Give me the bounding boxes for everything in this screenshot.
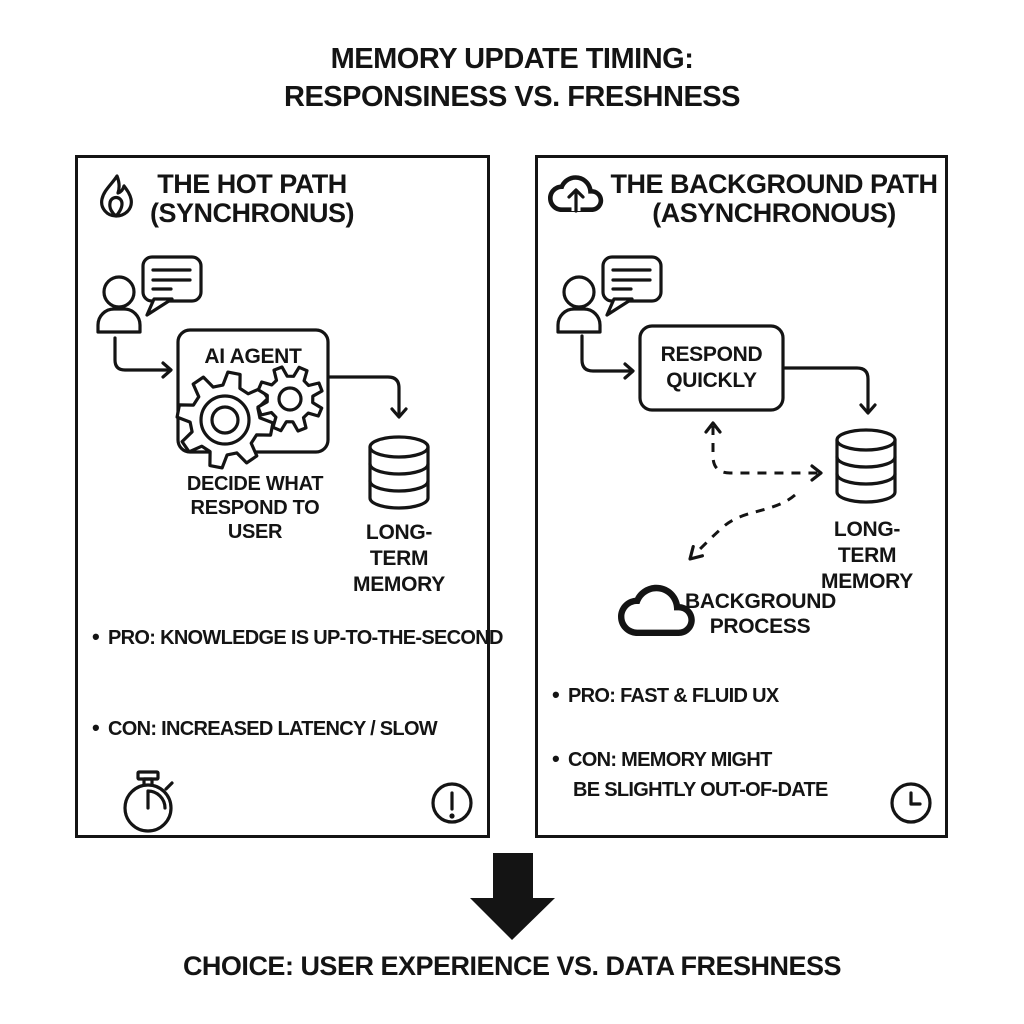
agent-caption-line2: RESPOND TO USER xyxy=(190,497,320,543)
memory-label-right-line1: LONG-TERM xyxy=(833,518,901,567)
background-path-con-line2: BE SLIGHTLY OUT-OF-DATE xyxy=(573,779,828,801)
chat-bubble-icon xyxy=(601,255,663,317)
respond-quickly-line1: RESPOND xyxy=(660,343,763,366)
respond-quickly-box xyxy=(638,324,785,412)
database-icon xyxy=(835,428,897,504)
respond-quickly-line2: QUICKLY xyxy=(666,369,757,392)
hot-path-con: CON: INCREASED LATENCY / SLOW xyxy=(92,716,438,741)
clock-icon xyxy=(890,782,932,824)
agent-caption: DECIDE WHAT RESPOND TO USER xyxy=(170,472,340,544)
alert-icon xyxy=(431,782,473,824)
bottom-caption: CHOICE: USER EXPERIENCE VS. DATA FRESHNE… xyxy=(182,951,842,981)
background-path-heading-line1: THE BACKGROUND PATH xyxy=(610,169,939,199)
page-title: MEMORY UPDATE TIMING: RESPONSINESS VS. F… xyxy=(0,40,1024,116)
user-to-agent-arrow xyxy=(113,336,173,379)
stopwatch-icon xyxy=(123,770,174,833)
user-to-respond-arrow xyxy=(580,334,635,380)
gears-icon xyxy=(175,365,324,470)
page-title-line1: MEMORY UPDATE TIMING: xyxy=(330,43,694,75)
background-process-line1: BACKGROUND xyxy=(685,590,836,613)
cloud-upload-icon xyxy=(548,175,604,213)
background-path-con-line1: CON: MEMORY MIGHT xyxy=(552,749,772,771)
background-path-pro: PRO: FAST & FLUID UX xyxy=(552,683,779,708)
agent-to-memory-arrow xyxy=(328,375,408,419)
user-icon xyxy=(556,275,602,334)
ai-agent-label: AI AGENT xyxy=(204,345,302,368)
hot-path-panel: THE HOT PATH (SYNCHRONUS) AI AGENT DECID… xyxy=(75,155,503,838)
background-path-con: CON: MEMORY MIGHT BE SLIGHTLY OUT-OF-DAT… xyxy=(552,744,828,805)
memory-label-right-line2: MEMORY xyxy=(821,570,913,593)
page-title-line2: RESPONSINESS VS. FRESHNESS xyxy=(284,81,740,113)
background-path-pro-text: PRO: FAST & FLUID UX xyxy=(552,685,779,707)
background-process-label: BACKGROUND PROCESS xyxy=(685,589,836,639)
hot-path-diagram xyxy=(96,174,473,833)
background-update-dashed-arrow xyxy=(704,421,823,482)
memory-label-left-line2: MEMORY xyxy=(353,573,445,596)
flame-icon xyxy=(100,174,133,218)
background-cloud-icon xyxy=(618,584,695,636)
agent-caption-line1: DECIDE WHAT xyxy=(186,473,324,495)
chat-bubble-icon xyxy=(141,255,203,317)
memory-label-left-line1: LONG-TERM xyxy=(365,521,433,570)
user-icon xyxy=(96,275,142,334)
hot-path-heading-line2: (SYNCHRONUS) xyxy=(149,198,355,228)
background-path-heading: THE BACKGROUND PATH (ASYNCHRONOUS) xyxy=(609,170,939,228)
memory-label-right: LONG-TERM MEMORY xyxy=(807,517,927,595)
memory-label-left: LONG-TERM MEMORY xyxy=(339,520,459,598)
hot-path-pro: PRO: KNOWLEDGE IS UP-TO-THE-SECOND xyxy=(92,625,503,650)
down-arrow-icon xyxy=(470,853,555,940)
database-icon xyxy=(368,435,430,510)
background-path-diagram xyxy=(548,175,932,824)
hot-path-con-text: CON: INCREASED LATENCY / SLOW xyxy=(92,718,438,740)
background-process-line2: PROCESS xyxy=(709,615,811,638)
background-path-panel: THE BACKGROUND PATH (ASYNCHRONOUS) RESPO… xyxy=(535,155,948,838)
memory-to-process-dashed-arrow xyxy=(688,493,796,561)
hot-path-heading-line1: THE HOT PATH xyxy=(157,169,347,199)
hot-path-heading: THE HOT PATH (SYNCHRONUS) xyxy=(132,170,372,228)
hot-path-pro-text: PRO: KNOWLEDGE IS UP-TO-THE-SECOND xyxy=(92,627,503,649)
background-path-heading-line2: (ASYNCHRONOUS) xyxy=(652,198,896,228)
respond-quickly-label: RESPOND QUICKLY xyxy=(640,342,783,394)
respond-to-memory-arrow xyxy=(783,366,877,415)
